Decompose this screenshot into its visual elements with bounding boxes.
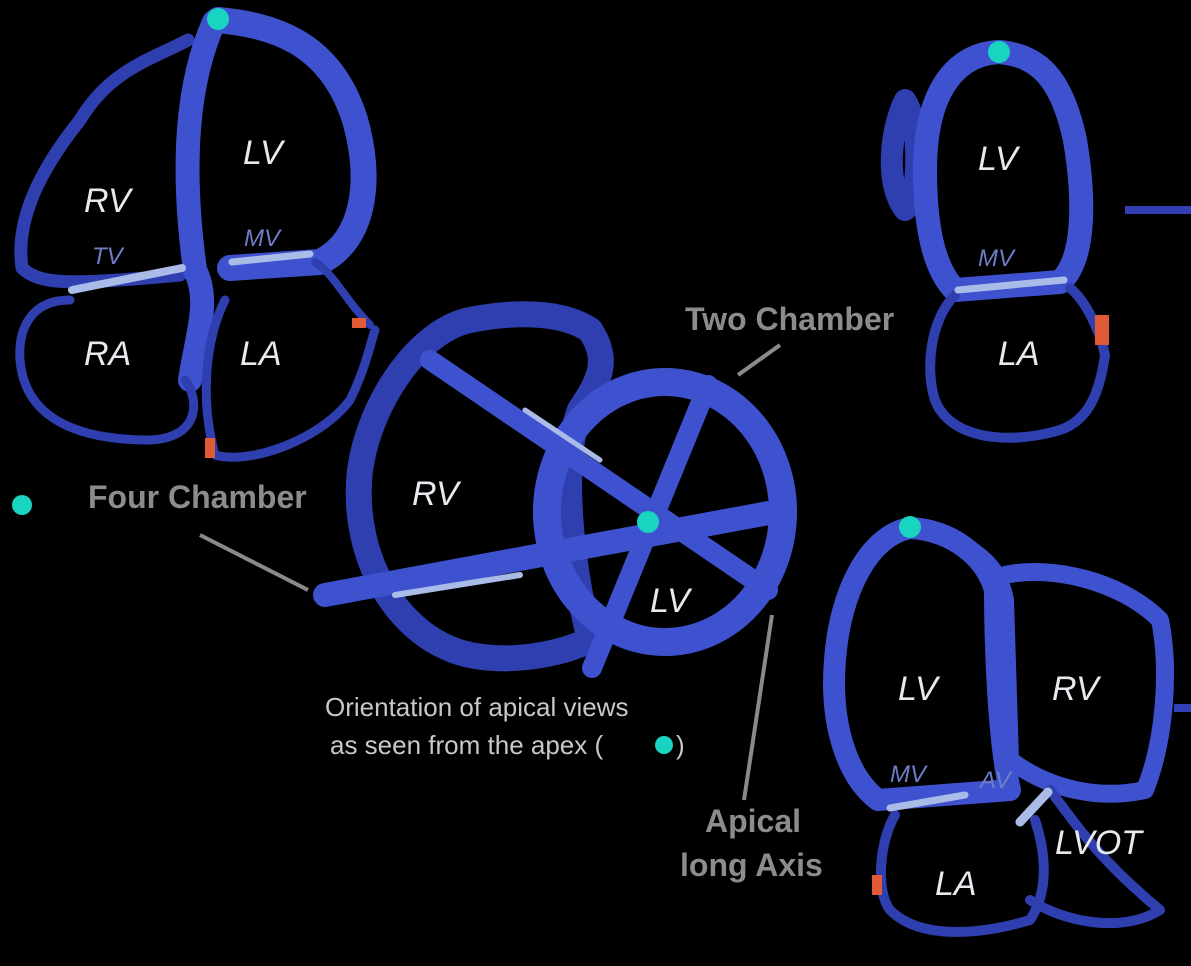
four-chamber-ra-label: RA	[84, 335, 131, 373]
four-chamber-plane	[313, 498, 797, 607]
four-chamber-view	[14, 7, 380, 462]
center-lv-label: LV	[650, 582, 693, 620]
long-axis-rv-label: RV	[1052, 670, 1102, 708]
two-chamber-view	[880, 40, 1191, 443]
lvot-wall	[1025, 785, 1165, 929]
four-chamber-mv-label: MV	[244, 225, 282, 252]
long-axis-lv-label: LV	[898, 670, 941, 708]
la-wall	[876, 810, 1049, 937]
la-wall	[201, 295, 380, 462]
orientation-apex-dot	[655, 736, 673, 754]
long-axis-lvot-label: LVOT	[1055, 824, 1144, 862]
legend-apex-dot	[12, 495, 32, 515]
indicator-line	[1125, 206, 1191, 214]
four-chamber-leader	[199, 533, 309, 592]
apical-long-axis-view	[823, 516, 1191, 937]
orientation-note-line2: as seen from the apex (	[330, 730, 603, 760]
two-chamber-caption: Two Chamber	[685, 301, 894, 337]
two-chamber-lv-label: LV	[978, 140, 1021, 178]
tissue-marker	[205, 438, 215, 458]
mitral-valve	[886, 791, 969, 812]
tissue-marker	[872, 875, 882, 895]
apical-long-axis-caption-line2: long Axis	[680, 847, 823, 883]
indicator-line	[1174, 704, 1191, 712]
rv-wall	[946, 531, 1174, 803]
apical-long-axis-leader	[742, 614, 774, 801]
long-axis-av-label: AV	[978, 767, 1013, 794]
mitral-valve	[954, 276, 1068, 294]
tissue-marker	[352, 318, 366, 328]
la-wall-upper	[311, 258, 374, 329]
four-chamber-tv-label: TV	[92, 243, 125, 270]
two-chamber-mv-label: MV	[978, 245, 1016, 272]
rv-ring	[345, 301, 614, 672]
apex-dot	[637, 511, 659, 533]
rv-wall	[14, 33, 195, 289]
two-chamber-leader	[736, 343, 782, 377]
aortic-valve	[1015, 787, 1053, 827]
four-chamber-rv-label: RV	[84, 182, 134, 220]
apical-long-axis-caption-line1: Apical	[705, 803, 801, 839]
long-axis-mv-label: MV	[890, 761, 928, 788]
orientation-note-line2-end: )	[676, 730, 685, 760]
la-appendage	[880, 89, 928, 221]
two-chamber-la-label: LA	[998, 335, 1040, 373]
plane-valve	[392, 572, 523, 598]
septum	[175, 10, 226, 392]
ra-wall	[15, 295, 199, 445]
long-axis-plane	[420, 350, 778, 600]
long-axis-la-label: LA	[935, 865, 977, 903]
lv-wall	[205, 7, 377, 281]
tricuspid-valve	[68, 264, 186, 294]
apex-dot	[899, 516, 921, 538]
mitral-valve	[228, 250, 314, 266]
center-apex-view	[313, 301, 797, 678]
center-rv-label: RV	[412, 475, 462, 513]
apex-dot	[207, 8, 229, 30]
apex-dot	[988, 41, 1010, 63]
orientation-note-line1: Orientation of apical views	[325, 692, 628, 722]
plane-valve	[522, 407, 603, 463]
tissue-marker	[1095, 315, 1109, 345]
four-chamber-caption: Four Chamber	[88, 479, 307, 515]
four-chamber-lv-label: LV	[243, 134, 286, 172]
four-chamber-la-label: LA	[240, 335, 282, 373]
